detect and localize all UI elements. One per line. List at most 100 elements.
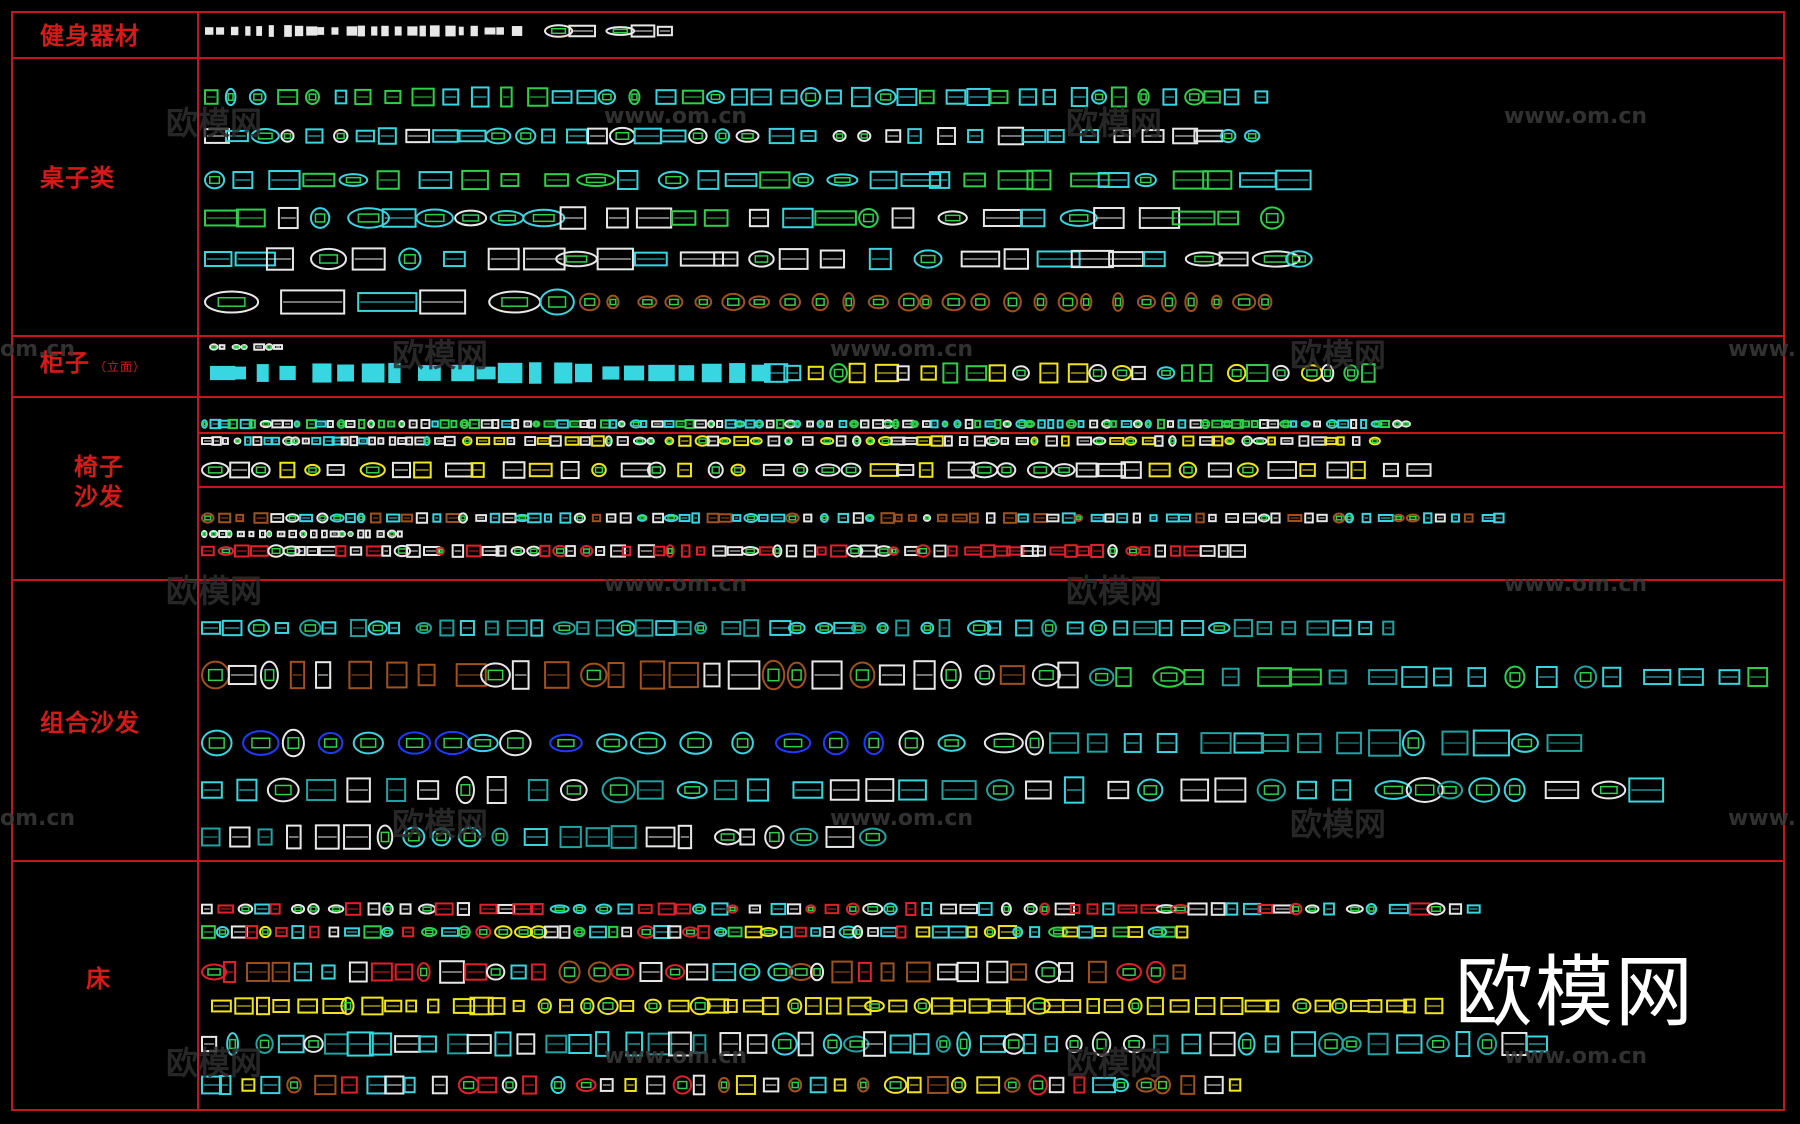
cad-block <box>1405 513 1420 523</box>
cad-block <box>394 26 402 36</box>
cad-block <box>1406 463 1432 477</box>
cad-block <box>299 529 308 539</box>
cad-block <box>484 127 512 145</box>
cad-block <box>400 513 414 523</box>
cad-block <box>1306 620 1330 636</box>
cad-block <box>1088 364 1107 382</box>
cad-block <box>247 619 271 637</box>
watermark-cn: 欧模网 <box>392 805 489 843</box>
cad-block <box>787 621 806 635</box>
brand-logo: 欧模网 <box>1454 948 1695 1038</box>
cad-block <box>407 26 418 36</box>
cad-block <box>1211 435 1224 447</box>
cad-block <box>974 664 995 686</box>
cad-block <box>1423 512 1433 524</box>
cad-block <box>646 461 666 479</box>
cad-block <box>281 419 293 429</box>
cad-block <box>803 544 817 558</box>
cad-block <box>396 530 403 538</box>
cad-block <box>1289 420 1298 428</box>
cad-block <box>429 25 440 37</box>
cad-block <box>937 210 968 226</box>
cad-block <box>357 529 365 539</box>
cad-block <box>210 365 236 381</box>
cad-block <box>748 208 770 228</box>
cad-block <box>1042 88 1056 106</box>
cad-block <box>377 127 397 145</box>
cad-block <box>337 530 347 538</box>
cad-block <box>315 661 332 689</box>
cad-block <box>1177 513 1191 523</box>
cad-block <box>417 663 436 687</box>
cad-block <box>1368 669 1398 685</box>
cad-block <box>639 660 666 690</box>
cad-block <box>461 169 489 191</box>
watermark-cn: 欧模网 <box>1066 572 1163 610</box>
cad-block <box>721 292 746 312</box>
cad-block <box>835 435 847 447</box>
cad-block <box>337 364 354 382</box>
cad-block <box>259 419 273 429</box>
cad-block <box>916 436 931 446</box>
cad-block <box>968 512 979 524</box>
cad-block <box>386 513 401 523</box>
cad-block <box>256 364 269 382</box>
cad-block <box>655 620 676 636</box>
cad-block <box>637 295 658 309</box>
cad-block <box>1125 545 1141 557</box>
cad-block <box>568 24 597 38</box>
cad-block <box>1137 88 1150 106</box>
cad-block <box>878 664 906 686</box>
cad-block <box>1379 419 1391 429</box>
cad-block <box>351 247 386 271</box>
cad-block <box>204 89 219 105</box>
cad-block <box>1168 435 1177 447</box>
cad-block <box>727 660 761 690</box>
cad-block <box>224 87 237 107</box>
cad-block <box>1091 89 1108 105</box>
cad-block <box>714 128 731 144</box>
cad-block <box>814 210 857 226</box>
cad-block <box>1075 462 1098 478</box>
cad-block <box>1031 663 1061 687</box>
cad-block <box>1017 513 1029 523</box>
cad-block <box>544 661 570 689</box>
cad-block <box>388 621 401 635</box>
cad-block <box>868 247 892 271</box>
cad-block <box>895 619 910 637</box>
cad-block <box>248 88 267 106</box>
cad-block <box>784 436 793 446</box>
cad-block <box>204 209 239 227</box>
cad-block <box>1361 363 1376 383</box>
cad-block <box>528 462 553 478</box>
cad-block <box>941 292 966 312</box>
cad-block <box>233 544 250 558</box>
cad-block <box>235 208 266 228</box>
cad-block <box>701 363 722 383</box>
cad-block <box>271 436 281 446</box>
cad-block <box>445 25 456 37</box>
cad-block <box>826 173 859 187</box>
cad-block <box>867 294 889 310</box>
cad-block <box>541 128 556 144</box>
cad-block <box>1434 513 1446 523</box>
cad-block <box>240 344 248 350</box>
cad-block <box>591 435 605 447</box>
cad-block <box>347 530 354 538</box>
cad-block <box>1316 513 1328 523</box>
cad-block <box>527 512 542 524</box>
cad-block <box>1033 292 1048 312</box>
cad-block <box>1493 512 1505 524</box>
cad-block <box>681 89 705 105</box>
cad-block <box>543 420 557 428</box>
cad-block <box>759 171 791 189</box>
cad-block <box>630 24 656 38</box>
cad-block <box>1141 129 1165 143</box>
cad-block <box>265 247 294 271</box>
cad-block <box>1270 512 1281 524</box>
cad-block <box>1002 420 1012 428</box>
cad-block <box>648 364 675 382</box>
cad-block <box>754 419 765 429</box>
cad-block <box>915 544 931 558</box>
